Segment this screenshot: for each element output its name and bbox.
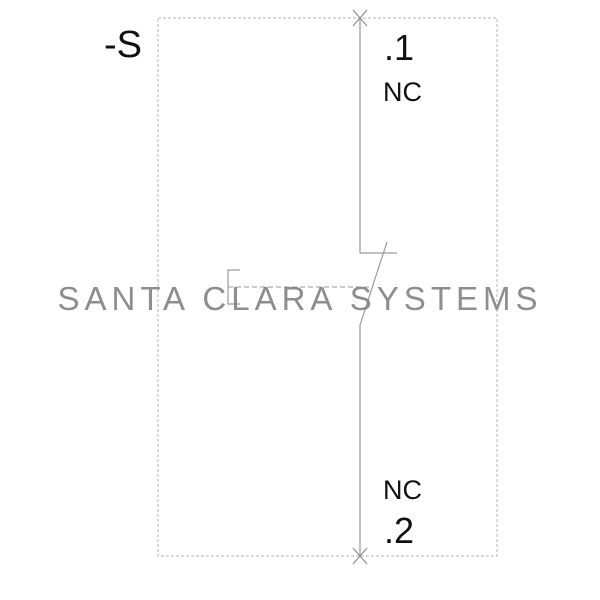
top-contact-type-label: NC (383, 77, 422, 107)
device-tag-label: -S (104, 24, 142, 66)
bottom-contact-type-label: NC (383, 475, 422, 505)
bottom-terminal-label: .2 (384, 510, 415, 551)
top-terminal-label: .1 (384, 27, 415, 68)
device-boundary-box (157, 17, 498, 557)
watermark-text: SANTA CLARA SYSTEMS (57, 280, 543, 317)
movable-contact-blade (359, 241, 388, 326)
